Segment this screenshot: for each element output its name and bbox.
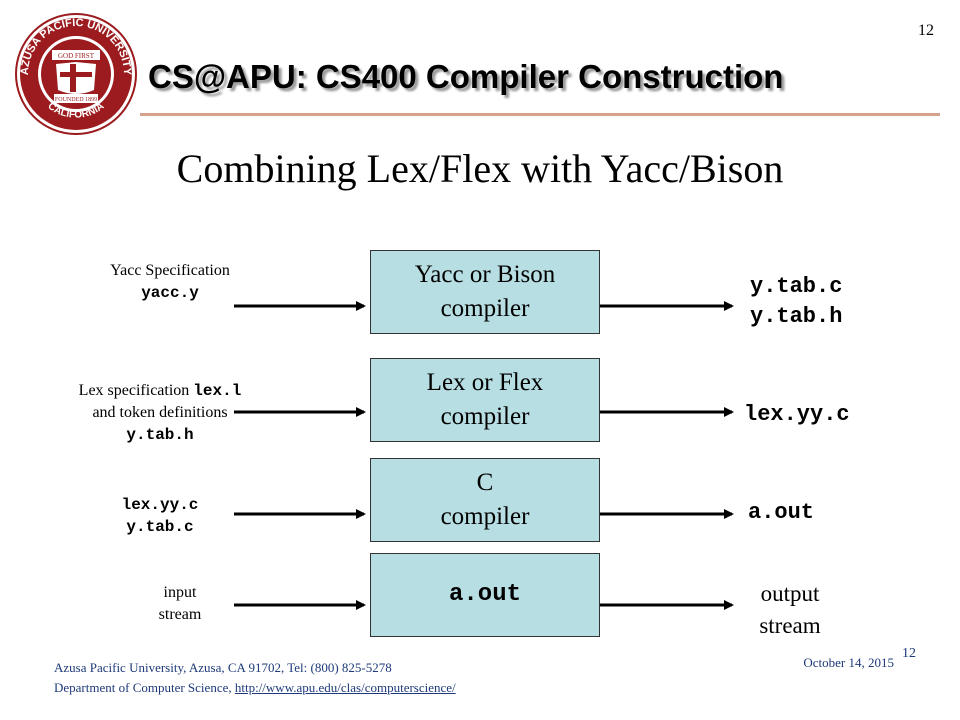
output-yacc: y.tab.c y.tab.h: [750, 274, 843, 329]
output-lex: lex.yy.c: [744, 402, 850, 427]
input-label-yacc: Yacc Specification yacc.y: [110, 262, 230, 302]
output-c: a.out: [748, 500, 815, 525]
c-compiler-box: C compiler: [370, 458, 600, 542]
header-divider: [140, 113, 940, 116]
lex-flex-compiler-box: Lex or Flex compiler: [370, 358, 600, 442]
footer-department: Department of Computer Science, http://w…: [54, 680, 456, 695]
yacc-bison-compiler-box: Yacc or Bison compiler: [370, 250, 600, 334]
footer-date: October 14, 2015: [803, 655, 894, 670]
aout-program-box: a.out: [370, 553, 600, 637]
svg-text:FOUNDED 1899: FOUNDED 1899: [55, 97, 97, 103]
svg-text:GOD FIRST: GOD FIRST: [58, 52, 95, 60]
course-title: CS@APU: CS400 Compiler Construction: [148, 58, 784, 95]
output-aout: output stream: [759, 581, 821, 638]
university-seal-logo: AZUSA PACIFIC UNIVERSITY CALIFORNIA GOD …: [15, 13, 137, 135]
page-number-top: 12: [918, 22, 934, 39]
input-label-aout: input stream: [158, 584, 202, 623]
slide-title: Combining Lex/Flex with Yacc/Bison: [176, 146, 784, 191]
department-link[interactable]: http://www.apu.edu/clas/computerscience/: [234, 680, 456, 695]
footer-address: Azusa Pacific University, Azusa, CA 9170…: [54, 660, 392, 675]
input-label-c: lex.yy.c y.tab.c: [121, 496, 199, 536]
footer-contact: Azusa Pacific University, Azusa, CA 9170…: [54, 658, 456, 698]
input-label-lex: Lex specification lex.l and token defini…: [78, 382, 242, 444]
page-number-bottom: 12: [902, 646, 916, 661]
